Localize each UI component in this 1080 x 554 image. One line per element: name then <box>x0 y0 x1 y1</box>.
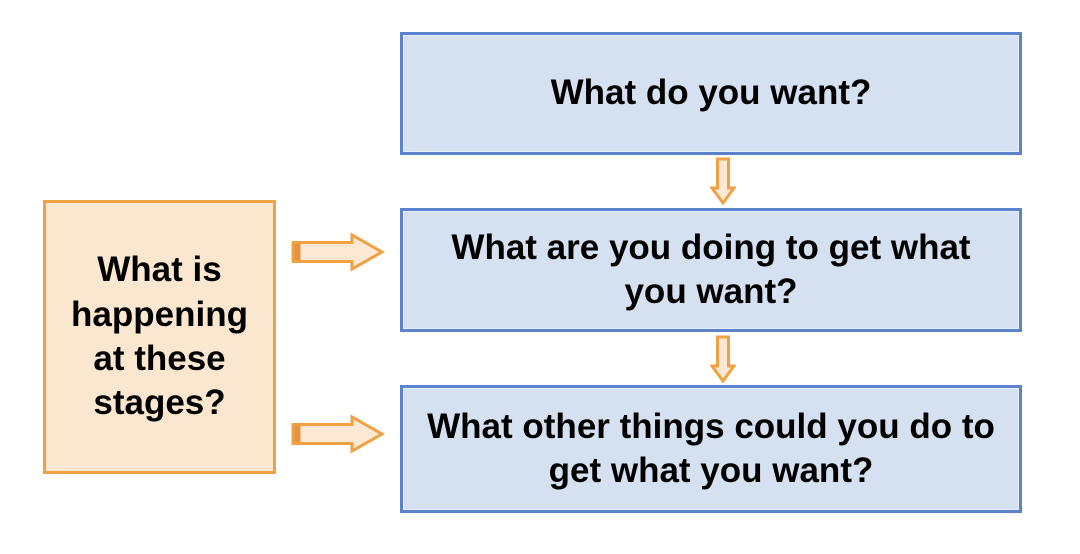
flow-box-top-text: What do you want? <box>550 73 872 113</box>
flow-box-bottom: What other things could you do to get wh… <box>400 385 1022 513</box>
down-block-arrow-icon <box>710 157 736 205</box>
flow-box-middle-text: What are you doing to get what you want? <box>451 227 971 311</box>
right-block-arrow-icon <box>291 414 385 454</box>
flow-box-bottom-text: What other things could you do to get wh… <box>427 406 995 490</box>
down-block-arrow-icon <box>710 335 736 383</box>
flow-box-middle: What are you doing to get what you want? <box>400 208 1022 332</box>
right-block-arrow-icon <box>291 232 385 272</box>
side-question-box: What is happening at these stages? <box>43 200 276 474</box>
flow-box-top: What do you want? <box>400 32 1022 155</box>
side-question-text: What is happening at these stages? <box>71 250 248 423</box>
